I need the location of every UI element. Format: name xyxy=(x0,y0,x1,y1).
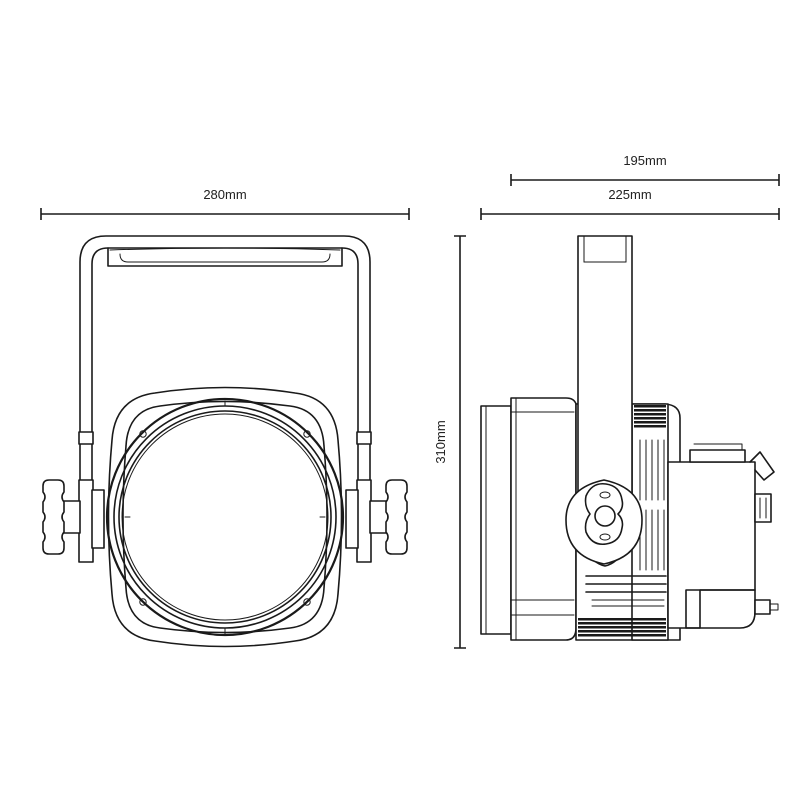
dimension-depth-inner: 195mm xyxy=(510,153,780,186)
front-housing xyxy=(107,386,343,648)
front-right-tilt-knob[interactable] xyxy=(369,479,408,555)
front-view xyxy=(42,235,408,648)
screw-icon xyxy=(303,598,311,606)
connector-icon xyxy=(754,599,771,615)
front-left-tilt-knob[interactable] xyxy=(42,479,81,555)
height-label: 310mm xyxy=(433,420,448,463)
side-tilt-knob[interactable] xyxy=(584,482,624,546)
side-front-plate xyxy=(480,405,512,635)
heat-sink-fins xyxy=(578,405,667,637)
front-left-clamp-plate xyxy=(78,431,105,563)
side-housing xyxy=(510,397,601,641)
side-view xyxy=(480,235,779,641)
front-yoke xyxy=(79,235,371,489)
dimension-width-front: 280mm xyxy=(40,187,410,220)
width-front-label: 280mm xyxy=(203,187,246,202)
dimension-height: 310mm xyxy=(433,235,466,649)
side-rear-box xyxy=(667,443,779,629)
depth-outer-label: 225mm xyxy=(608,187,651,202)
front-right-clamp-plate xyxy=(345,431,372,563)
screw-icon xyxy=(139,598,147,606)
connector-icon xyxy=(754,493,772,523)
dimension-depth-outer: 225mm xyxy=(480,187,780,220)
depth-inner-label: 195mm xyxy=(623,153,666,168)
front-lens xyxy=(105,397,345,637)
